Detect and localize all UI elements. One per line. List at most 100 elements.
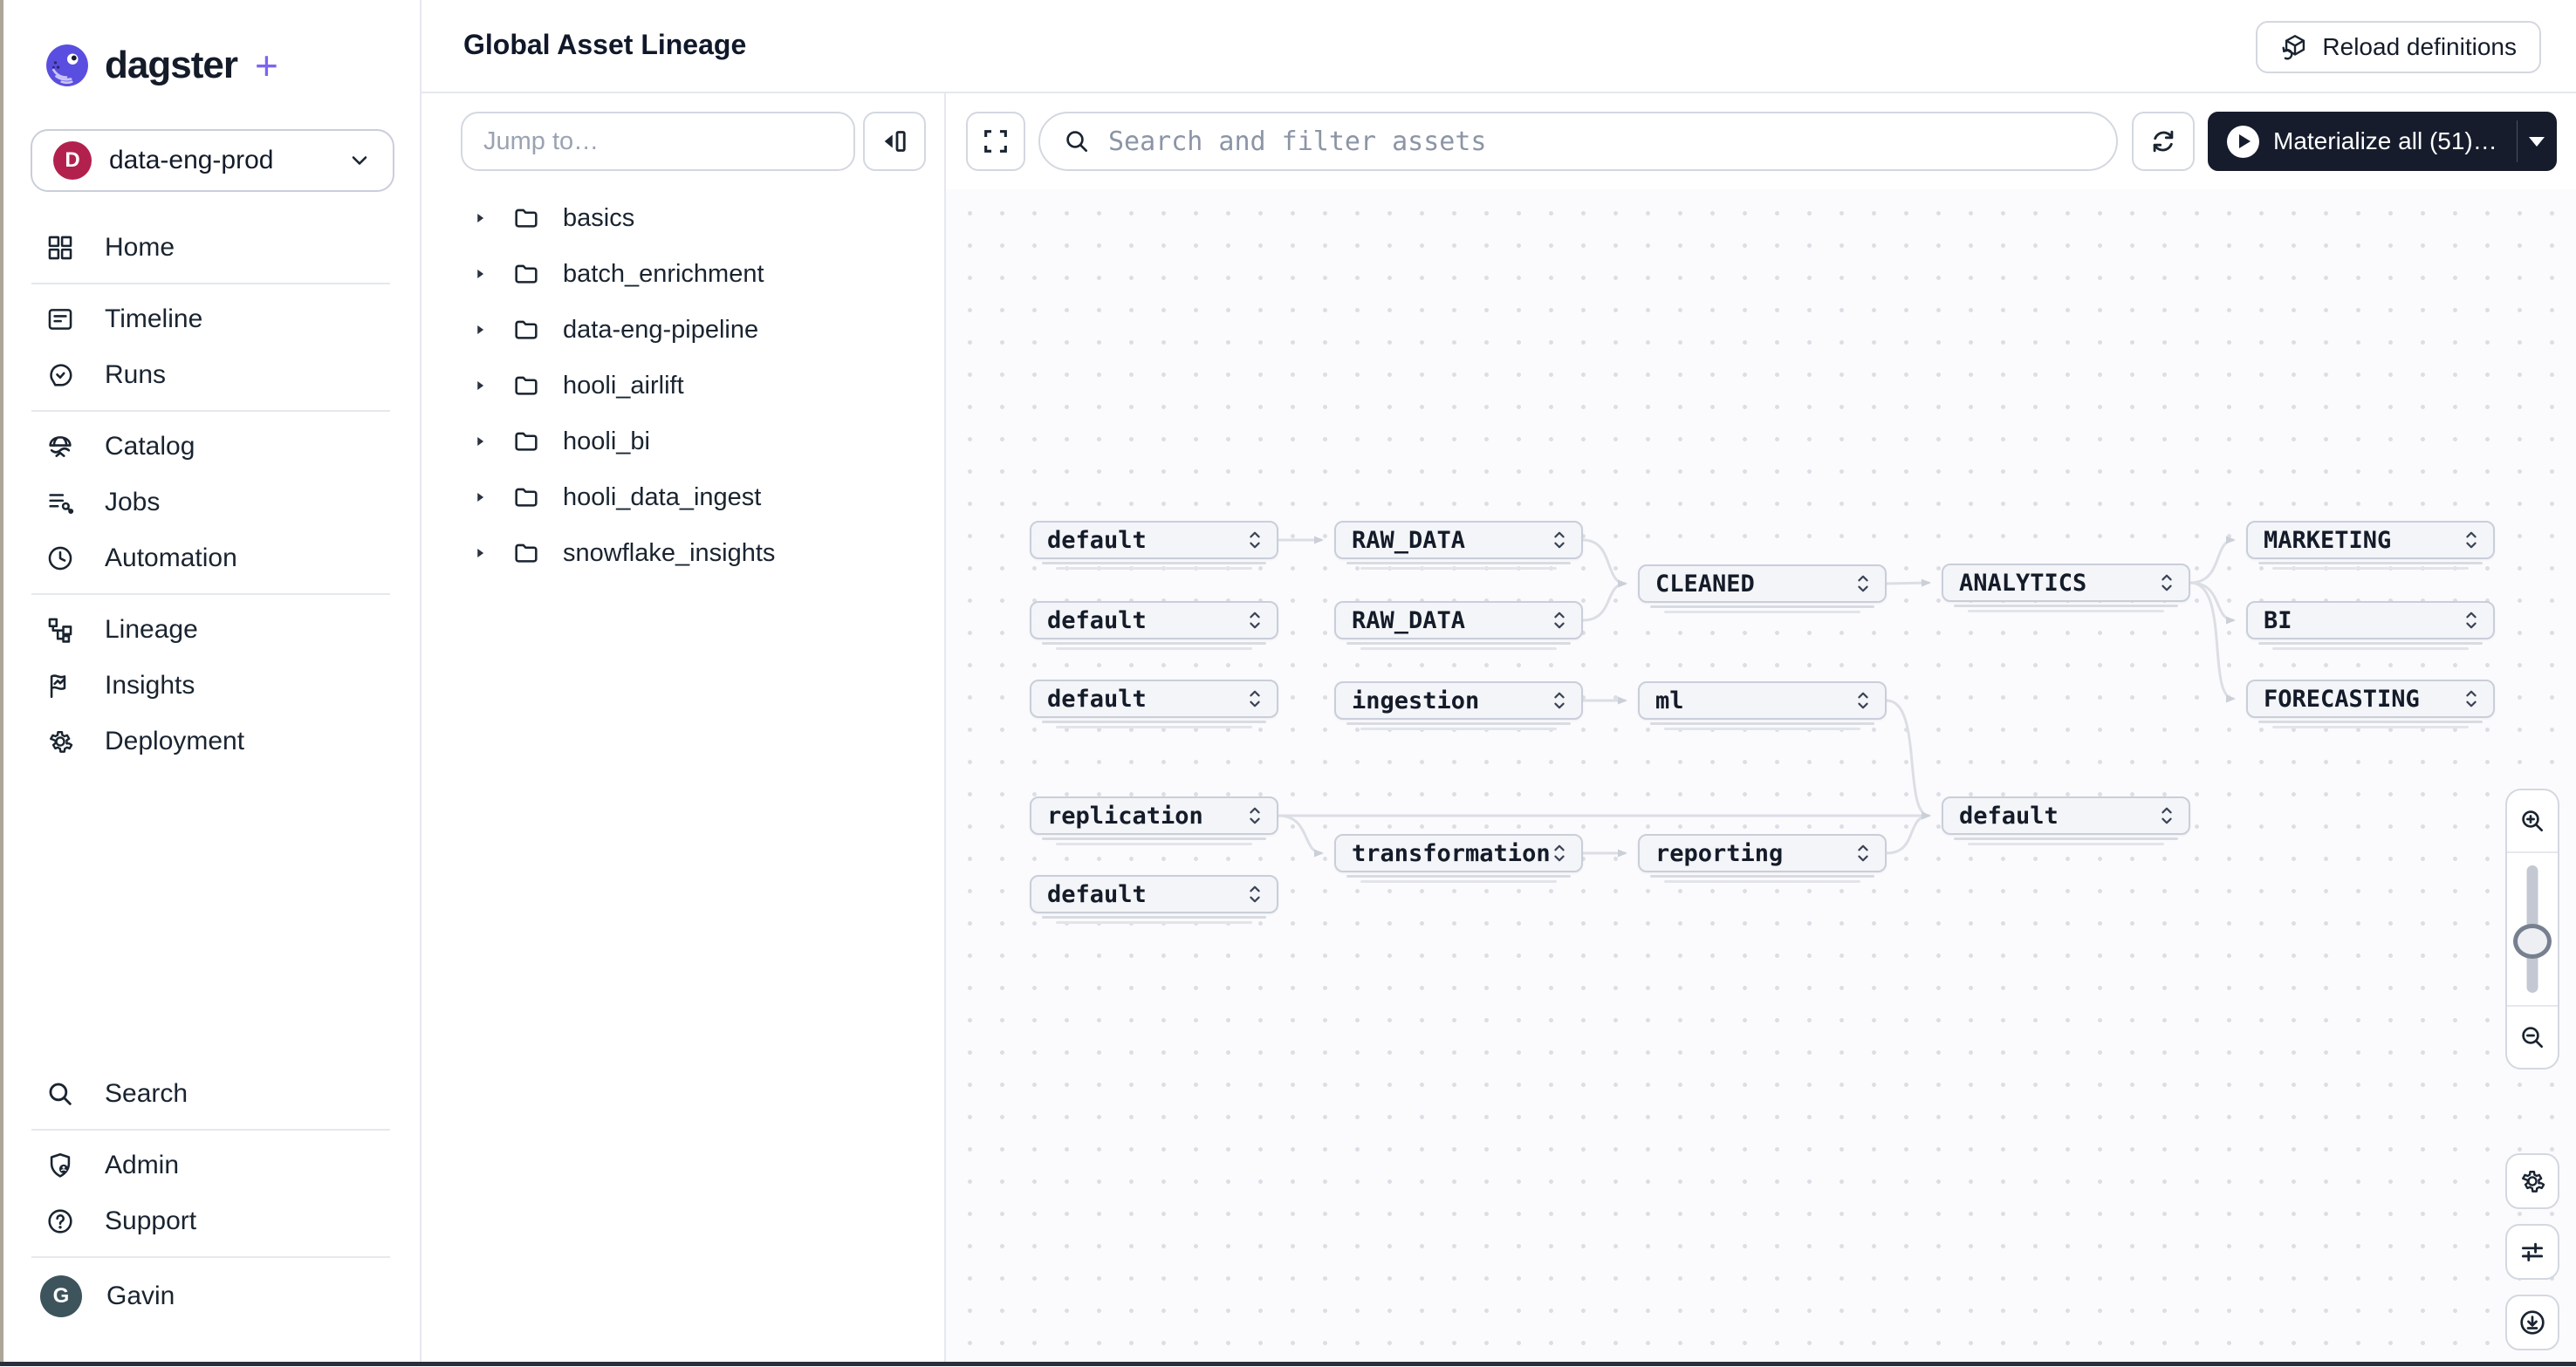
sidebar-item-timeline[interactable]: Timeline xyxy=(0,291,421,347)
asset-group-node-rawdata1[interactable]: RAW_DATA xyxy=(1334,521,1583,570)
asset-group-node-reporting[interactable]: reporting xyxy=(1638,834,1887,883)
zoom-in-button[interactable] xyxy=(2507,790,2558,853)
sidebar-item-insights[interactable]: Insights xyxy=(0,658,421,714)
download-graph-button[interactable] xyxy=(2505,1295,2559,1350)
node-label: BI xyxy=(2264,606,2292,634)
sidebar-item-search[interactable]: Search xyxy=(0,1066,421,1122)
node-label: default xyxy=(1047,880,1147,908)
expand-collapse-icon xyxy=(1245,687,1264,710)
user-menu[interactable]: G Gavin xyxy=(0,1265,421,1328)
deployment-label: data-eng-prod xyxy=(109,146,274,174)
asset-group-node-analytics[interactable]: ANALYTICS xyxy=(1942,564,2190,612)
admin-icon xyxy=(45,1151,75,1180)
expand-collapse-icon xyxy=(1245,529,1264,551)
sidebar-item-jobs[interactable]: Jobs xyxy=(0,475,421,530)
reload-cube-icon xyxy=(2280,32,2310,62)
graph-settings-button[interactable] xyxy=(2505,1153,2559,1209)
sidebar-item-label: Insights xyxy=(105,671,195,700)
expand-caret-icon xyxy=(470,432,490,451)
sidebar-item-home[interactable]: Home xyxy=(0,220,421,276)
brand[interactable]: dagster + xyxy=(45,42,278,89)
materialize-all-button[interactable]: Materialize all (51)… xyxy=(2208,112,2557,171)
asset-group-node-cleaned[interactable]: CLEANED xyxy=(1638,564,1887,613)
asset-group-node-marketing[interactable]: MARKETING xyxy=(2246,521,2495,570)
asset-group-node-rawdata2[interactable]: RAW_DATA xyxy=(1334,601,1583,650)
node-label: RAW_DATA xyxy=(1352,526,1466,554)
asset-group-node-default5[interactable]: default xyxy=(1030,875,1278,924)
tree-folder-snowflake-insights[interactable]: snowflake_insights xyxy=(421,525,942,581)
tree-folder-basics[interactable]: basics xyxy=(421,190,942,246)
sidebar-item-support[interactable]: Support xyxy=(0,1193,421,1249)
sidebar-item-label: Jobs xyxy=(105,488,161,516)
fullscreen-button[interactable] xyxy=(966,112,1025,171)
sidebar-item-label: Automation xyxy=(105,543,237,572)
sidebar-item-admin[interactable]: Admin xyxy=(0,1138,421,1193)
catalog-icon xyxy=(45,432,75,461)
expand-collapse-icon xyxy=(2157,571,2176,594)
sidebar-item-runs[interactable]: Runs xyxy=(0,347,421,403)
expand-collapse-icon xyxy=(1550,529,1569,551)
home-icon xyxy=(45,233,75,263)
folder-icon xyxy=(512,483,540,511)
asset-group-node-default3[interactable]: default xyxy=(1030,680,1278,728)
jobs-icon xyxy=(45,488,75,517)
automation-icon xyxy=(45,543,75,573)
expand-caret-icon xyxy=(470,208,490,228)
tree-folder-hooli-bi[interactable]: hooli_bi xyxy=(421,414,942,469)
button-divider xyxy=(2516,120,2518,162)
zoom-out-button[interactable] xyxy=(2507,1005,2558,1068)
asset-group-node-default4[interactable]: default xyxy=(1942,796,2190,845)
node-label: ingestion xyxy=(1352,687,1480,714)
expand-collapse-icon xyxy=(2462,687,2481,710)
asset-group-node-ml[interactable]: ml xyxy=(1638,681,1887,730)
collapse-panel-button[interactable] xyxy=(863,112,926,171)
materialize-dropdown-toggle[interactable] xyxy=(2518,112,2557,171)
zoom-slider-thumb[interactable] xyxy=(2513,923,2552,959)
materialize-all-main[interactable]: Materialize all (51)… xyxy=(2208,112,2517,171)
lineage-canvas-panel: Materialize all (51)… xyxy=(946,93,2576,1366)
asset-group-node-transformation[interactable]: transformation xyxy=(1334,834,1583,883)
jump-to-input[interactable] xyxy=(461,112,855,171)
tree-folder-hooli-data-ingest[interactable]: hooli_data_ingest xyxy=(421,469,942,525)
runs-icon xyxy=(45,360,75,390)
asset-group-node-ingestion[interactable]: ingestion xyxy=(1334,681,1583,730)
edge-replication-to-transformation xyxy=(1278,814,1324,858)
sidebar-item-deployment[interactable]: Deployment xyxy=(0,714,421,769)
tree-folder-batch-enrichment[interactable]: batch_enrichment xyxy=(421,246,942,302)
asset-group-node-default2[interactable]: default xyxy=(1030,601,1278,650)
asset-group-node-bi[interactable]: BI xyxy=(2246,601,2495,650)
sidebar-item-catalog[interactable]: Catalog xyxy=(0,419,421,475)
asset-search-input[interactable] xyxy=(1106,125,2093,158)
node-label: ANALYTICS xyxy=(1959,569,2087,597)
sidebar-divider xyxy=(31,283,390,284)
sidebar-item-label: Catalog xyxy=(105,432,195,461)
expand-collapse-icon xyxy=(2462,529,2481,551)
refresh-icon xyxy=(2148,126,2179,157)
graph-filters-button[interactable] xyxy=(2505,1224,2559,1280)
download-icon xyxy=(2518,1308,2547,1337)
asset-group-node-default1[interactable]: default xyxy=(1030,521,1278,570)
expand-collapse-icon xyxy=(1245,883,1264,906)
deployment-switcher[interactable]: D data-eng-prod xyxy=(31,129,394,192)
reload-definitions-button[interactable]: Reload definitions xyxy=(2256,21,2541,73)
user-avatar: G xyxy=(40,1275,82,1317)
sidebar-item-automation[interactable]: Automation xyxy=(0,530,421,586)
sidebar-item-lineage[interactable]: Lineage xyxy=(0,602,421,658)
asset-group-node-replication[interactable]: replication xyxy=(1030,796,1278,845)
tree-folder-data-eng-pipeline[interactable]: data-eng-pipeline xyxy=(421,302,942,358)
user-name: Gavin xyxy=(106,1282,175,1310)
page-header: Global Asset Lineage Reload definitions xyxy=(421,0,2576,93)
lineage-edges xyxy=(1278,536,2236,858)
tree-folder-hooli-airlift[interactable]: hooli_airlift xyxy=(421,358,942,414)
asset-group-node-forecasting[interactable]: FORECASTING xyxy=(2246,680,2495,728)
refresh-button[interactable] xyxy=(2132,112,2195,171)
collapse-panel-icon xyxy=(879,126,910,157)
expand-caret-icon xyxy=(470,264,490,284)
asset-search-box[interactable] xyxy=(1038,112,2118,171)
expand-collapse-icon xyxy=(1245,609,1264,632)
node-label: FORECASTING xyxy=(2264,685,2420,713)
deployment-icon xyxy=(45,727,75,756)
